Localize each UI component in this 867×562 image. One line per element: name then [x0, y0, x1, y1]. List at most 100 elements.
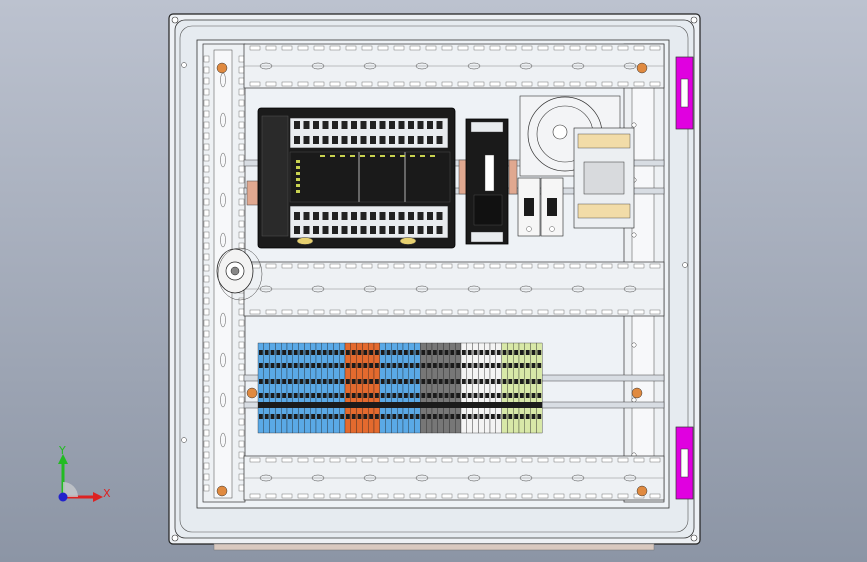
terminal-block[interactable] — [344, 342, 351, 434]
terminal-block[interactable] — [443, 342, 450, 434]
plc-terminal-screw — [360, 212, 367, 220]
plc-yellow-latch[interactable] — [296, 237, 314, 245]
horizontal-ducts[interactable] — [243, 43, 665, 501]
terminal-screw — [276, 393, 281, 398]
terminal-screw — [322, 393, 327, 398]
terminal-strip[interactable] — [257, 342, 543, 434]
plc-terminal-screw — [417, 121, 424, 129]
relay-module[interactable] — [573, 127, 635, 229]
door-hinges[interactable] — [675, 56, 694, 500]
terminal-screw — [276, 350, 281, 355]
indicator-lamp-icon[interactable] — [636, 485, 648, 497]
duct-slot — [571, 474, 585, 482]
terminal-block[interactable] — [449, 342, 456, 434]
indicator-lamps[interactable] — [216, 62, 648, 497]
plc-terminal-screw — [303, 226, 310, 234]
terminal-block[interactable] — [269, 342, 276, 434]
duct-finger — [238, 154, 245, 162]
terminal-block[interactable] — [524, 342, 531, 434]
terminal-block[interactable] — [431, 342, 438, 434]
terminal-block[interactable] — [507, 342, 514, 434]
terminal-screw — [311, 363, 315, 368]
terminal-block[interactable] — [292, 342, 299, 434]
terminal-screw — [409, 414, 414, 419]
terminal-screw — [456, 363, 460, 368]
duct-finger — [203, 374, 210, 382]
terminal-block[interactable] — [257, 342, 264, 434]
terminal-block[interactable] — [402, 342, 409, 434]
terminal-screw — [421, 393, 426, 398]
plc-terminal-screw — [417, 136, 424, 144]
duct-finger — [585, 263, 597, 269]
circuit-breakers[interactable] — [517, 177, 564, 237]
breaker-screw-icon — [526, 226, 532, 232]
terminal-block[interactable] — [339, 342, 346, 434]
terminal-block[interactable] — [304, 342, 311, 434]
terminal-block[interactable] — [484, 342, 491, 434]
terminal-screw — [259, 379, 263, 384]
terminal-block[interactable] — [263, 342, 270, 434]
terminal-block[interactable] — [414, 342, 421, 434]
terminal-screw — [276, 363, 281, 368]
terminal-block[interactable] — [472, 342, 479, 434]
terminal-block[interactable] — [356, 342, 363, 434]
terminal-block[interactable] — [333, 342, 340, 434]
power-supply-module[interactable] — [465, 118, 509, 245]
terminal-block[interactable] — [408, 342, 415, 434]
terminal-block[interactable] — [362, 342, 369, 434]
duct-finger — [265, 309, 277, 315]
terminal-block[interactable] — [518, 342, 525, 434]
breaker-toggle[interactable] — [524, 198, 534, 216]
terminal-block[interactable] — [495, 342, 502, 434]
terminal-block[interactable] — [286, 342, 293, 434]
terminal-block[interactable] — [437, 342, 444, 434]
duct-finger — [238, 319, 245, 327]
terminal-block[interactable] — [391, 342, 398, 434]
frame-screw-icon — [682, 262, 688, 268]
terminal-block[interactable] — [315, 342, 322, 434]
terminal-block[interactable] — [373, 342, 380, 434]
terminal-block[interactable] — [420, 342, 427, 434]
indicator-lamp-icon[interactable] — [216, 485, 228, 497]
indicator-lamp-icon[interactable] — [636, 62, 648, 74]
terminal-block[interactable] — [385, 342, 392, 434]
terminal-screw — [282, 379, 286, 384]
terminal-block[interactable] — [350, 342, 357, 434]
terminal-block[interactable] — [321, 342, 328, 434]
terminal-block[interactable] — [426, 342, 433, 434]
indicator-lamp-icon[interactable] — [246, 387, 258, 399]
terminal-block[interactable] — [478, 342, 485, 434]
terminal-block[interactable] — [466, 342, 473, 434]
terminal-block[interactable] — [275, 342, 282, 434]
terminal-screw — [398, 414, 402, 419]
breaker-toggle[interactable] — [547, 198, 557, 216]
terminal-block[interactable] — [397, 342, 404, 434]
terminal-block[interactable] — [536, 342, 543, 434]
terminal-block[interactable] — [379, 342, 386, 434]
plc-yellow-latch[interactable] — [399, 237, 417, 245]
terminal-block[interactable] — [281, 342, 288, 434]
indicator-lamp-icon[interactable] — [631, 387, 643, 399]
terminal-block[interactable] — [455, 342, 462, 434]
terminal-screw — [438, 393, 443, 398]
terminal-block[interactable] — [460, 342, 467, 434]
terminal-screw — [299, 350, 304, 355]
plc-terminal-screw — [294, 136, 300, 144]
terminal-block[interactable] — [310, 342, 317, 434]
terminal-block[interactable] — [530, 342, 537, 434]
plc-controller[interactable] — [257, 107, 456, 249]
plc-terminal-screw — [351, 226, 357, 234]
terminal-block[interactable] — [298, 342, 305, 434]
indicator-lamp-icon[interactable] — [216, 62, 228, 74]
duct-finger — [281, 263, 293, 269]
terminal-block[interactable] — [327, 342, 334, 434]
door-lock[interactable] — [216, 247, 263, 301]
terminal-block[interactable] — [513, 342, 520, 434]
terminal-block[interactable] — [501, 342, 508, 434]
terminal-block[interactable] — [368, 342, 375, 434]
terminal-screw — [311, 393, 315, 398]
corner-screw-icon — [171, 534, 179, 542]
terminal-block[interactable] — [489, 342, 496, 434]
